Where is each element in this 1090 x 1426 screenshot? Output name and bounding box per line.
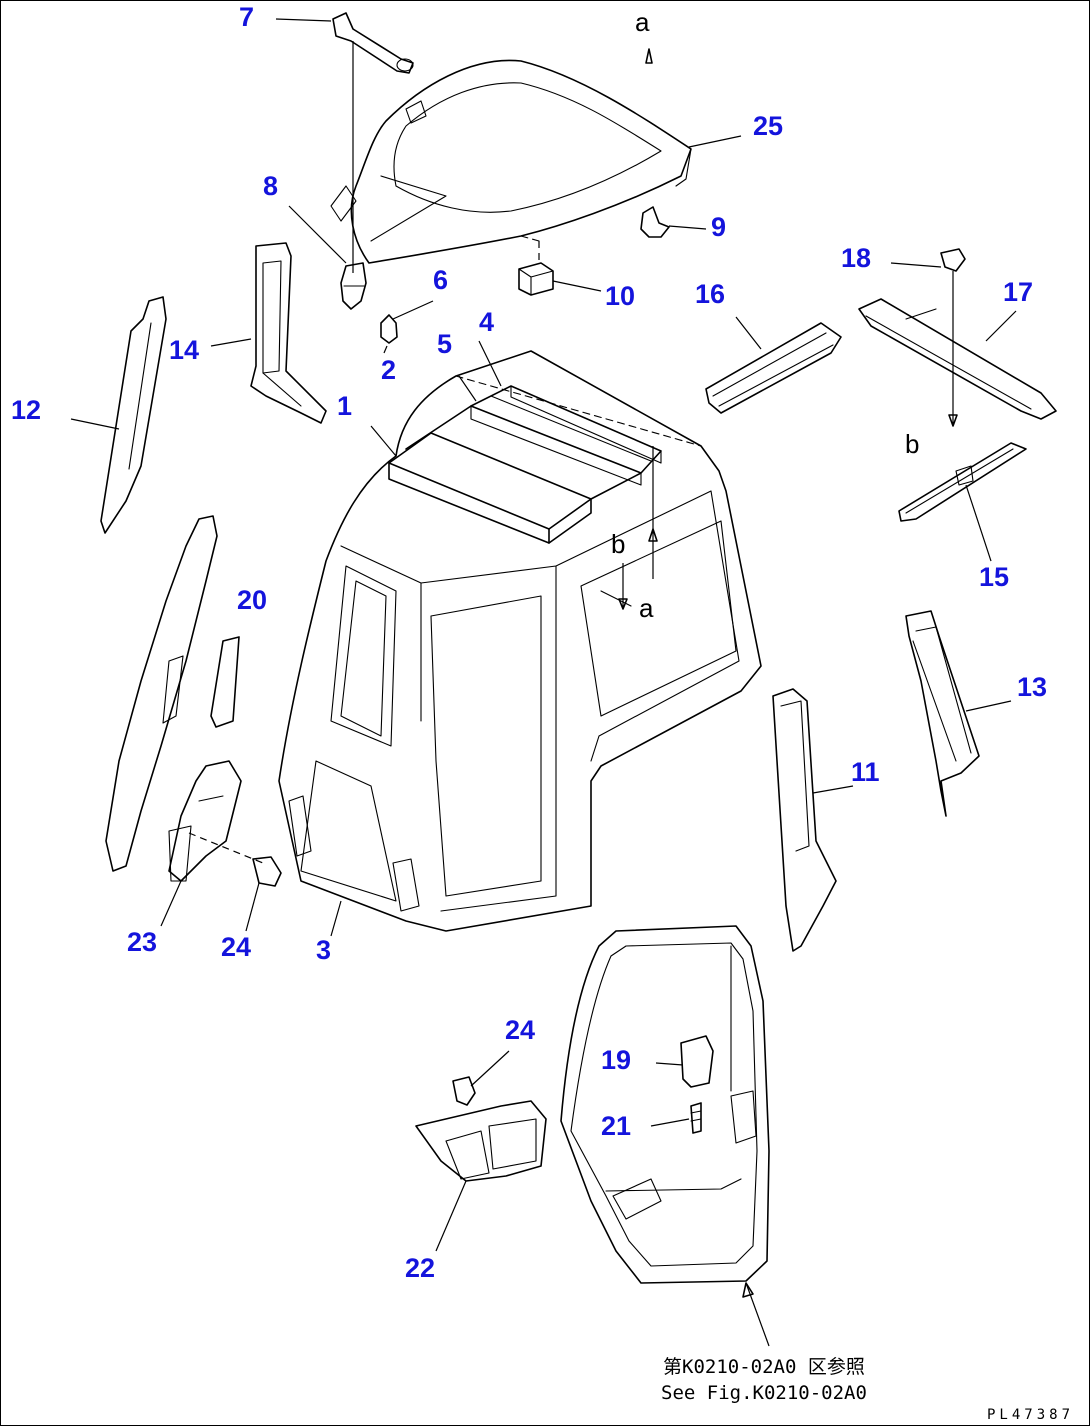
callout-leaders (70, 18, 1017, 1252)
part-3-cab-body (278, 350, 762, 932)
label-part-25: 25 (753, 111, 783, 141)
part-9-clip (640, 206, 670, 238)
label-part-24-lower: 24 (505, 1015, 535, 1045)
label-part-5: 5 (437, 329, 452, 359)
reference-note-english: See Fig.K0210-02A0 (661, 1382, 867, 1404)
part-24-clip-left (188, 832, 282, 887)
part-11-pillar-trim (772, 688, 837, 952)
label-part-7: 7 (239, 2, 254, 32)
label-part-14: 14 (169, 335, 199, 365)
label-part-11: 11 (851, 757, 880, 787)
part-8-fastener (340, 262, 367, 310)
label-part-17: 17 (1003, 277, 1033, 307)
drawing-id: PL47387 (987, 1407, 1074, 1423)
view-marker-a-top: a (635, 7, 650, 37)
part-23-cover (168, 760, 242, 882)
label-part-22: 22 (405, 1253, 435, 1283)
view-marker-b-cab: b (611, 529, 625, 559)
part-13-pillar-trim (905, 610, 980, 817)
label-part-18: 18 (841, 243, 871, 273)
label-part-9: 9 (711, 212, 726, 242)
part-1-roof-mat (388, 432, 592, 544)
part-16-rail (705, 322, 842, 414)
part-25-headliner (330, 59, 692, 264)
part-24-clip-lower (452, 1076, 476, 1106)
part-6-clip (380, 314, 398, 344)
label-part-20: 20 (237, 585, 267, 615)
label-part-23: 23 (127, 927, 157, 957)
label-part-1: 1 (337, 391, 352, 421)
label-part-15: 15 (979, 562, 1009, 592)
reference-note-japanese: 第K0210-02A0 区参照 (663, 1356, 865, 1378)
part-10-pad (518, 241, 554, 296)
part-12-side-trim (100, 296, 167, 534)
label-part-6: 6 (433, 265, 448, 295)
label-part-2: 2 (381, 355, 396, 385)
part-4-roof-mat (470, 385, 662, 474)
part-22-door-panel (415, 1100, 547, 1182)
view-marker-b-right: b (905, 429, 919, 459)
part-20-trim-piece (210, 636, 240, 728)
cab-door (560, 925, 770, 1284)
part-21-screw (690, 1102, 702, 1134)
label-part-12: 12 (11, 395, 41, 425)
label-part-8: 8 (263, 171, 278, 201)
left-side-panel (105, 515, 218, 872)
label-part-4: 4 (479, 307, 494, 337)
view-marker-a-cab: a (639, 593, 654, 623)
label-part-3: 3 (316, 935, 331, 965)
part-5-roof-mat (405, 405, 642, 500)
part-7-clip (332, 12, 414, 273)
label-part-19: 19 (601, 1045, 631, 1075)
part-19-handle-cover (680, 1035, 714, 1088)
part-18-clip (940, 248, 966, 427)
label-part-13: 13 (1017, 672, 1047, 702)
label-part-16: 16 (695, 279, 725, 309)
part-14-pillar-trim (250, 242, 327, 424)
part-17-rail (858, 298, 1057, 420)
label-part-10: 10 (605, 281, 635, 311)
part-15-rail (898, 442, 1027, 522)
label-part-24-left: 24 (221, 932, 251, 962)
label-part-21: 21 (601, 1111, 631, 1141)
